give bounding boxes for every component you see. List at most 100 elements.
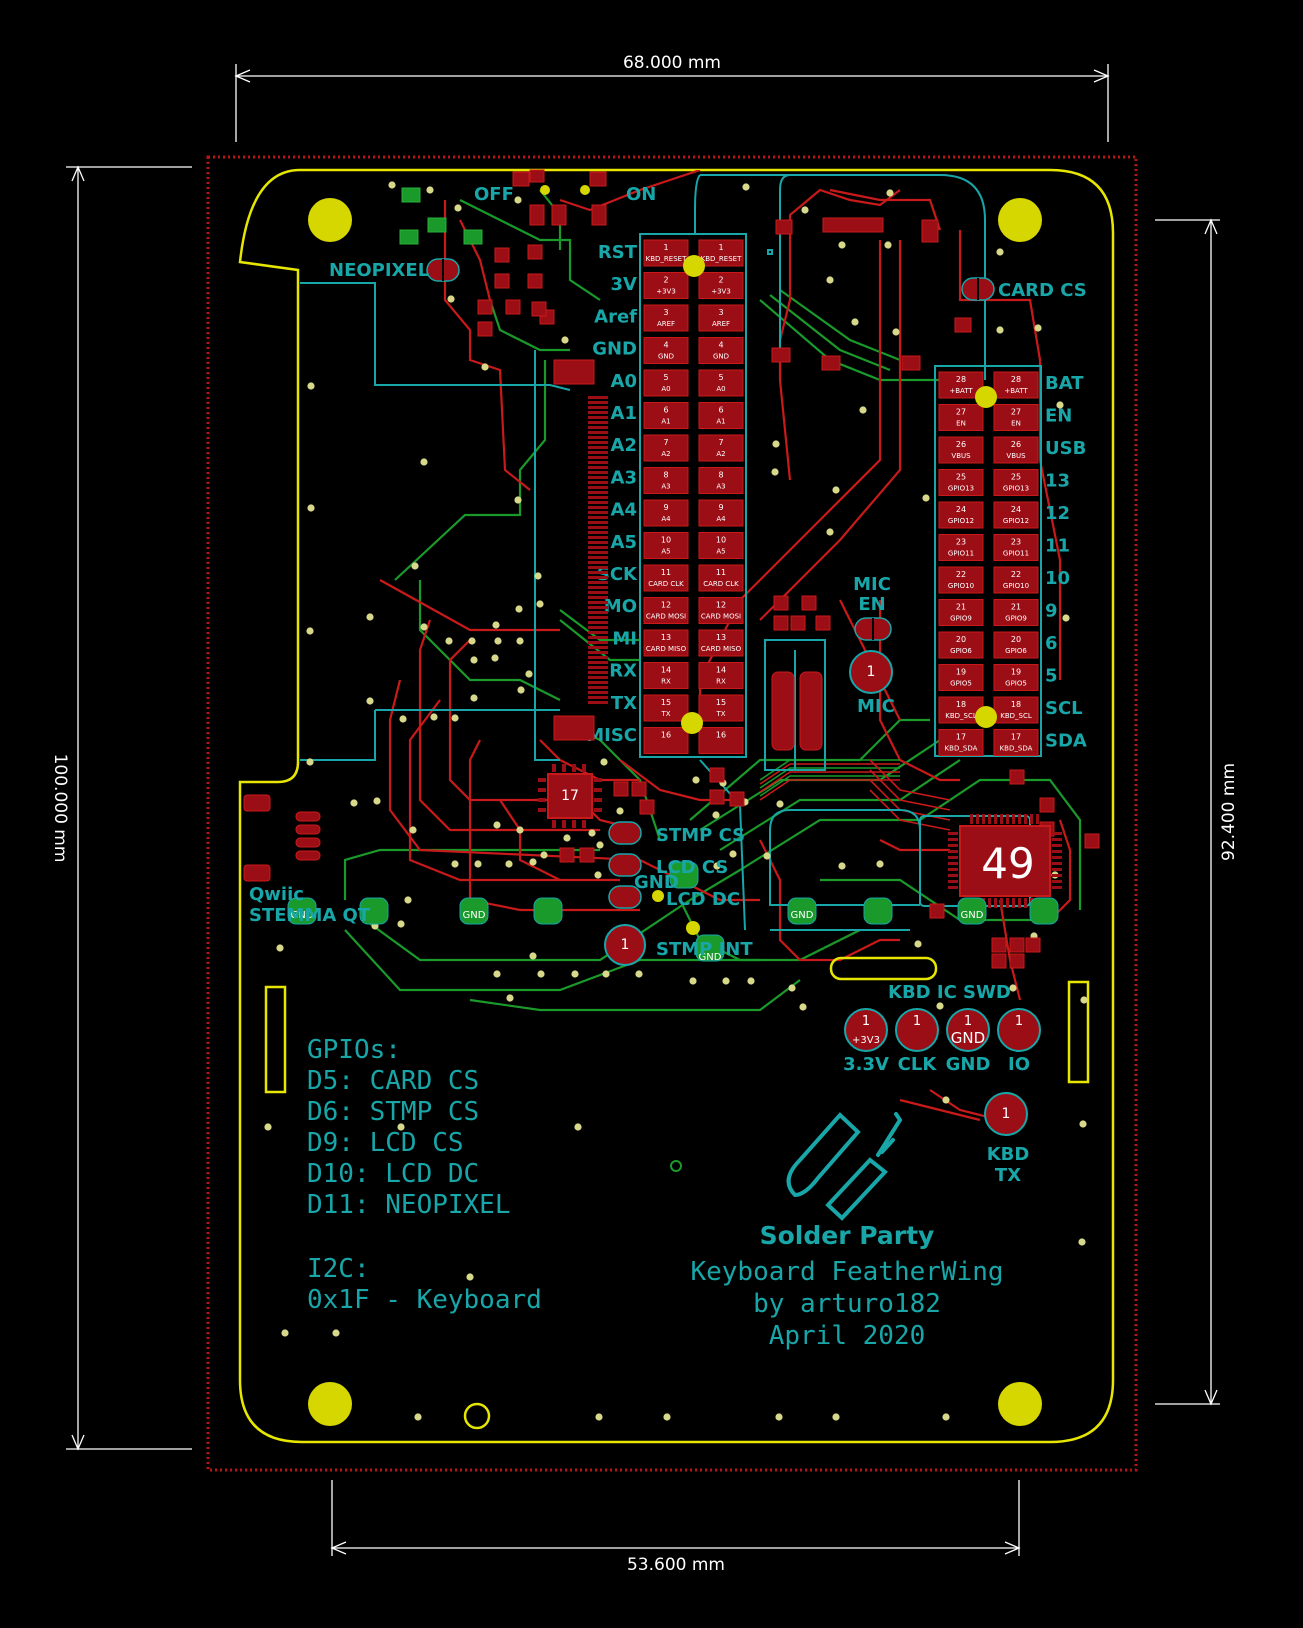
mcu-pin xyxy=(1006,898,1009,908)
mcu-pin xyxy=(976,814,979,824)
right-header-pad-net: KBD_SCL xyxy=(945,712,977,720)
left-header-pad-net: A3 xyxy=(716,483,725,491)
usb-slot xyxy=(829,956,938,981)
via xyxy=(775,1413,783,1421)
back-copper-traces xyxy=(343,189,1082,1012)
smd-part xyxy=(901,355,921,371)
smd-part xyxy=(771,347,791,363)
smd-part xyxy=(954,317,972,333)
right-header-pad-number: 18 xyxy=(1011,700,1021,709)
power-switch-footprint xyxy=(512,169,607,226)
left-header-pad-net: AREF xyxy=(712,320,730,328)
fpc-contact xyxy=(588,601,608,604)
test-pad-gnd-labels: GND GND GND GND GND xyxy=(291,910,984,963)
i2c-note-line: 0x1F - Keyboard xyxy=(307,1285,542,1315)
via xyxy=(529,952,537,960)
gpio-note-line: D5: CARD CS xyxy=(307,1066,479,1096)
via xyxy=(713,862,721,870)
smd-part xyxy=(505,299,521,315)
label-off: OFF xyxy=(474,184,514,205)
label-mic-en-2: EN xyxy=(858,594,885,615)
right-header-pad-number: 27 xyxy=(1011,408,1021,417)
via xyxy=(635,970,643,978)
smd-part xyxy=(477,299,493,315)
via xyxy=(534,572,542,580)
via xyxy=(420,623,428,631)
mcu-pin xyxy=(948,856,958,859)
right-header-pad: 28+BATT xyxy=(993,371,1039,399)
mic-pad: 1 xyxy=(849,650,893,694)
fpc-contact xyxy=(588,471,608,474)
left-header-pad-number: 7 xyxy=(718,438,723,447)
fpc-contact xyxy=(588,396,608,399)
fpc-contact xyxy=(588,531,608,534)
right-header-label: 6 xyxy=(1045,633,1058,654)
smd-part xyxy=(401,187,421,203)
fpc-contact xyxy=(588,406,608,409)
fpc-contact xyxy=(588,626,608,629)
left-header-pad-net: +3V3 xyxy=(711,288,731,296)
label-gnd-small: GND xyxy=(634,872,679,893)
fpc-contact xyxy=(588,436,608,439)
right-header-pad-net: GPIO12 xyxy=(948,517,974,525)
right-header-label: 13 xyxy=(1045,471,1070,492)
swd-pad-label: CLK xyxy=(898,1054,938,1075)
left-header-pad-number: 16 xyxy=(661,731,671,740)
label-qwiic-2: STEMMA QT xyxy=(249,905,371,926)
right-header-pad-net: +BATT xyxy=(949,387,973,395)
left-header-pad-number: 9 xyxy=(718,503,723,512)
left-header-pad-number: 1 xyxy=(718,243,723,252)
label-mic-en-1: MIC xyxy=(853,574,891,595)
fpc-contact xyxy=(588,476,608,479)
mcu-pin xyxy=(948,832,958,835)
fpc-contact xyxy=(588,401,608,404)
via xyxy=(451,714,459,722)
left-header-pad-number: 4 xyxy=(718,341,723,350)
left-header-pad-net: CARD MISO xyxy=(646,645,687,653)
via xyxy=(307,504,315,512)
left-header-pad-net: A5 xyxy=(716,548,725,556)
right-header-pad-number: 26 xyxy=(956,440,966,449)
via xyxy=(596,841,604,849)
fpc-contact xyxy=(588,501,608,504)
left-header-pad-number: 5 xyxy=(663,373,668,382)
right-header-label: 10 xyxy=(1045,568,1070,589)
right-header-pad-number: 23 xyxy=(1011,538,1021,547)
fpc-contact xyxy=(588,511,608,514)
solder-party-logo xyxy=(786,1112,903,1221)
svg-text:GND: GND xyxy=(291,910,314,921)
mount-hole-tl xyxy=(308,198,352,242)
left-header-pad-net: A5 xyxy=(661,548,670,556)
smd-part xyxy=(579,847,595,863)
mcu-pin xyxy=(1012,814,1015,824)
via xyxy=(851,318,859,326)
left-header-pad-number: 11 xyxy=(716,568,726,577)
mic-amp-footprint xyxy=(771,671,823,751)
left-header-label: RX xyxy=(609,661,637,682)
smd-part xyxy=(527,244,543,260)
label-kbd-ic-swd: KBD IC SWD xyxy=(888,982,1011,1003)
swd-pad-number: 1 xyxy=(862,1014,870,1029)
left-header-pad-net: A1 xyxy=(716,418,725,426)
via xyxy=(1056,401,1064,409)
left-header-pad-net: A4 xyxy=(661,515,671,523)
via xyxy=(942,1413,950,1421)
via xyxy=(493,970,501,978)
smd-part xyxy=(729,791,745,807)
right-header-pad-net: GPIO5 xyxy=(1005,680,1027,688)
via xyxy=(332,1329,340,1337)
smd-part xyxy=(494,247,510,263)
left-header-label: TX xyxy=(611,693,637,714)
right-header-pad-number: 25 xyxy=(1011,473,1021,482)
smd-part xyxy=(709,789,725,805)
via xyxy=(914,940,922,948)
right-header-pad-net: VBUS xyxy=(1006,452,1026,460)
